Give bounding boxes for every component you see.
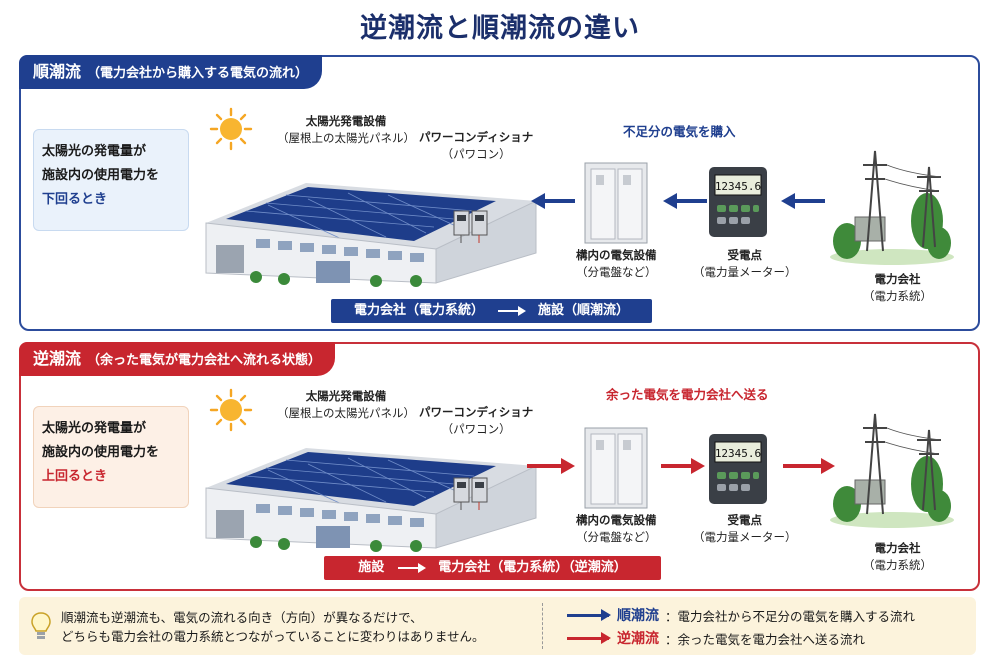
sun-icon [209,388,253,432]
solar-panel-label: 太陽光発電設備 （屋根上の太陽光パネル） [277,388,415,422]
power-meter-label: 受電点 （電力量メーター） [693,247,797,281]
factory-building-icon [205,448,537,552]
label-main: 太陽光発電設備 [305,389,387,403]
label-main: 太陽光発電設備 [305,114,387,128]
note-line: 施設内の使用電力を [42,168,160,183]
reverse-flow-tag: 逆潮流 （余った電気が電力会社へ流れる状態） [19,342,336,376]
reverse-flow-panel: 逆潮流 （余った電気が電力会社へ流れる状態） 太陽光の発電量が 施設内の使用電力を… [19,342,980,591]
reverse-arrow-icon [661,458,705,474]
legend-reverse: 逆潮流 ：余った電気を電力会社へ送る流れ [567,628,865,648]
forward-flow-direction-bar: 電力会社（電力系統） 施設（順潮流） [331,299,652,323]
forward-tag-title: 順潮流 [33,62,82,81]
label-main: 構内の電気設備 [576,513,657,527]
bar-to: 施設（順潮流） [538,303,630,318]
label-main: パワーコンディショナ [419,405,534,419]
reverse-flow-label: 余った電気を電力会社へ送る [606,387,769,402]
summary-line: 順潮流も逆潮流も、電気の流れる向き（方向）が異なるだけで、 [61,610,423,625]
label-sub: （電力系統） [863,558,932,572]
power-conditioner-icon [453,477,488,510]
utility-grid-label: 電力会社 （電力系統） [863,271,932,305]
forward-flow-tag: 順潮流 （電力会社から購入する電気の流れ） [19,55,323,89]
reverse-tag-subtitle: （余った電気が電力会社へ流れる状態） [87,353,322,368]
forward-tag-subtitle: （電力会社から購入する電気の流れ） [87,66,309,81]
distribution-board-label: 構内の電気設備 （分電盤など） [576,247,657,281]
power-meter-icon: 12345.6 [709,167,767,237]
label-sub: （分電盤など） [576,265,657,279]
forward-condition-note: 太陽光の発電量が 施設内の使用電力を 下回るとき [33,129,189,231]
note-line: 太陽光の発電量が [42,421,147,436]
note-highlight: 下回るとき [42,192,108,207]
label-sub: （パワコン） [441,422,511,436]
label-main: パワーコンディショナ [419,130,534,144]
meter-reading: 12345.6 [715,180,761,193]
note-line: 太陽光の発電量が [42,144,147,159]
reverse-tag-title: 逆潮流 [33,349,82,368]
label-main: 受電点 [727,513,763,527]
forward-arrow-icon [663,193,707,209]
reverse-flow-direction-bar: 施設 電力会社（電力系統）（逆潮流） [324,556,661,580]
right-arrow-icon [398,563,427,573]
distribution-board-icon [584,427,648,509]
label-main: 構内の電気設備 [576,248,657,262]
note-highlight: 上回るとき [42,469,108,484]
power-meter-label: 受電点 （電力量メーター） [693,512,797,546]
legend-desc: ：余った電気を電力会社へ送る流れ [665,631,866,647]
reverse-condition-note: 太陽光の発電量が 施設内の使用電力を 上回るとき [33,406,189,508]
label-sub: （屋根上の太陽光パネル） [277,131,415,145]
blue-arrow-icon [567,608,611,621]
legend-name: 逆潮流 [617,631,659,647]
meter-reading: 12345.6 [715,447,761,460]
label-sub: （パワコン） [441,147,511,161]
power-conditioner-label: パワーコンディショナ （パワコン） [419,129,533,163]
power-meter-icon: 12345.6 [709,434,767,504]
label-main: 受電点 [727,248,763,262]
distribution-board-icon [584,162,648,244]
utility-grid-icon [830,150,954,265]
footer-divider [542,603,543,649]
forward-arrow-icon [781,193,825,209]
legend-name: 順潮流 [617,608,659,624]
utility-grid-icon [830,413,954,528]
reverse-arrow-icon [527,458,575,474]
legend-forward: 順潮流 ：電力会社から不足分の電気を購入する流れ [567,605,915,625]
label-sub: （屋根上の太陽光パネル） [277,406,415,420]
utility-grid-label: 電力会社 （電力系統） [863,540,932,574]
legend-desc: ：電力会社から不足分の電気を購入する流れ [665,608,916,624]
forward-arrow-icon [531,193,575,209]
forward-flow-panel: 順潮流 （電力会社から購入する電気の流れ） 太陽光の発電量が 施設内の使用電力を … [19,55,980,331]
power-conditioner-icon [453,210,488,243]
summary-footer: 順潮流も逆潮流も、電気の流れる向き（方向）が異なるだけで、 どちらも電力会社の電… [19,597,976,655]
forward-flow-label: 不足分の電気を購入 [623,124,736,139]
sun-icon [209,107,253,151]
label-main: 電力会社 [874,541,921,555]
right-arrow-icon [498,306,526,316]
bar-from: 施設 [358,560,385,575]
label-sub: （電力量メーター） [693,265,797,279]
label-sub: （電力量メーター） [693,530,797,544]
summary-message: 順潮流も逆潮流も、電気の流れる向き（方向）が異なるだけで、 どちらも電力会社の電… [61,608,485,646]
bar-from: 電力会社（電力系統） [353,303,484,318]
red-arrow-icon [567,631,611,644]
label-main: 電力会社 [874,272,921,286]
label-sub: （分電盤など） [576,530,657,544]
solar-panel-label: 太陽光発電設備 （屋根上の太陽光パネル） [277,113,415,147]
bar-to: 電力会社（電力系統）（逆潮流） [438,560,627,575]
reverse-arrow-icon [783,458,835,474]
summary-line: どちらも電力会社の電力系統とつながっていることに変わりはありません。 [61,629,485,644]
note-line: 施設内の使用電力を [42,445,160,460]
distribution-board-label: 構内の電気設備 （分電盤など） [576,512,657,546]
label-sub: （電力系統） [863,289,932,303]
lightbulb-icon [31,612,51,639]
power-conditioner-label: パワーコンディショナ （パワコン） [419,404,533,438]
page-title: 逆潮流と順潮流の違い [360,13,640,44]
